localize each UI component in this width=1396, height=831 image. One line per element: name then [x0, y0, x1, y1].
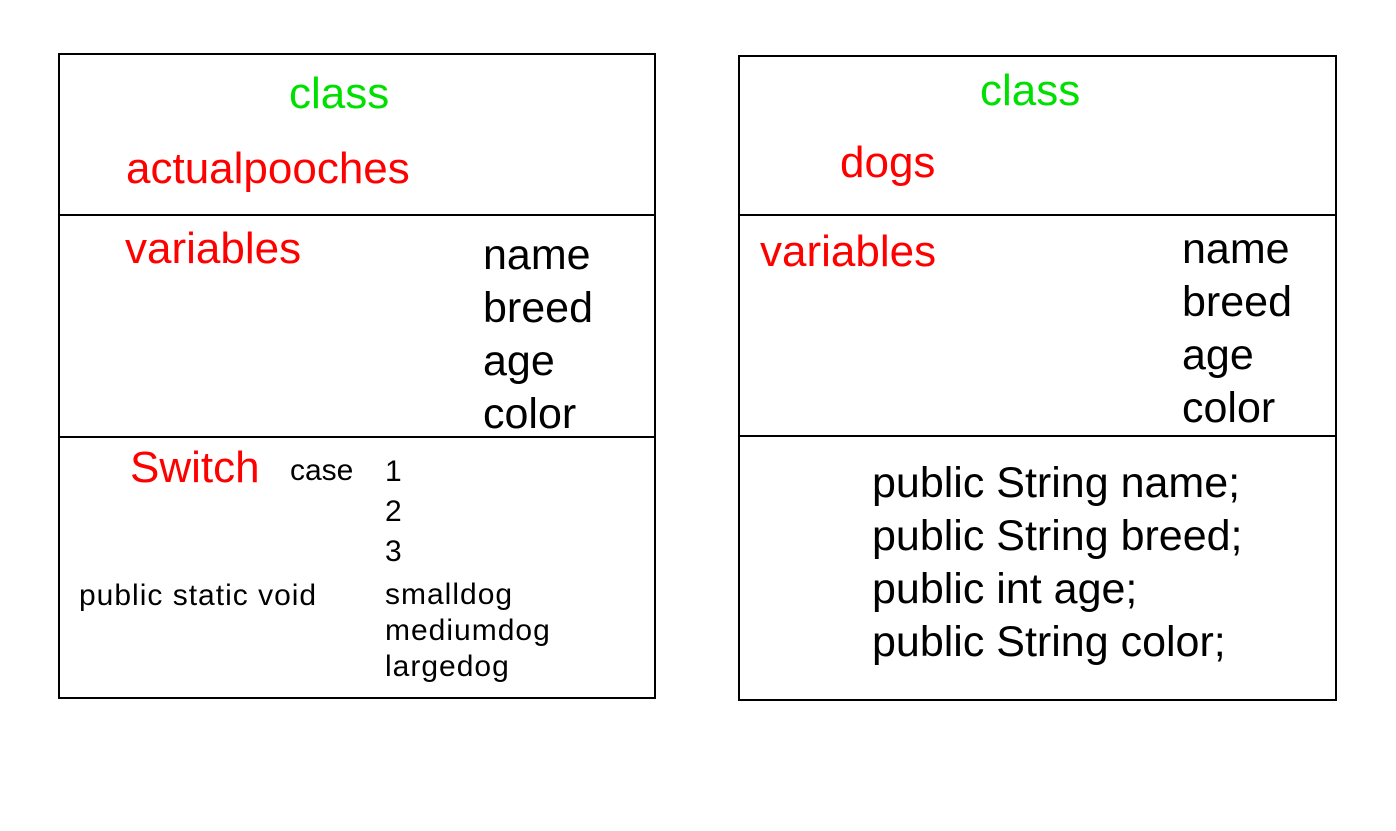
variable-item: name [1182, 225, 1290, 273]
variable-item: age [1182, 331, 1254, 379]
variables-label: variables [125, 224, 302, 273]
class-name: dogs [840, 138, 936, 187]
header-divider [60, 214, 654, 216]
class-name: actualpooches [126, 144, 410, 193]
case-item: 3 [385, 535, 402, 568]
case-item: 2 [385, 495, 402, 528]
method-item: mediumdog [385, 614, 551, 647]
variable-item: name [483, 231, 591, 279]
method-list: smalldog mediumdog largedog [385, 577, 551, 685]
variables-list: name breed age color [1182, 223, 1292, 435]
class-keyword: class [289, 69, 390, 118]
declaration-line: public String color; [872, 618, 1226, 666]
header-divider [740, 214, 1335, 216]
field-declarations: public String name; public String breed;… [872, 457, 1243, 669]
class-box-actualpooches: class actualpooches variables name breed… [58, 53, 656, 699]
case-label: case [290, 454, 354, 487]
method-item: smalldog [385, 578, 514, 611]
switch-label: Switch [130, 443, 260, 492]
declaration-line: public String breed; [872, 512, 1243, 560]
declaration-line: public int age; [872, 565, 1138, 613]
variable-item: color [1182, 384, 1276, 432]
class-box-dogs: class dogs variables name breed age colo… [738, 55, 1337, 701]
method-prefix: public static void [79, 579, 318, 612]
method-item: largedog [385, 650, 510, 683]
variables-list: name breed age color [483, 229, 593, 441]
variable-item: age [483, 337, 555, 385]
variables-divider [740, 435, 1335, 437]
variable-item: breed [1182, 278, 1292, 326]
variables-label: variables [760, 227, 937, 276]
case-item: 1 [385, 455, 402, 488]
variables-divider [60, 436, 654, 438]
variable-item: color [483, 390, 577, 438]
case-list: 1 2 3 [385, 452, 402, 572]
class-keyword: class [980, 66, 1081, 115]
declaration-line: public String name; [872, 459, 1241, 507]
variable-item: breed [483, 284, 593, 332]
